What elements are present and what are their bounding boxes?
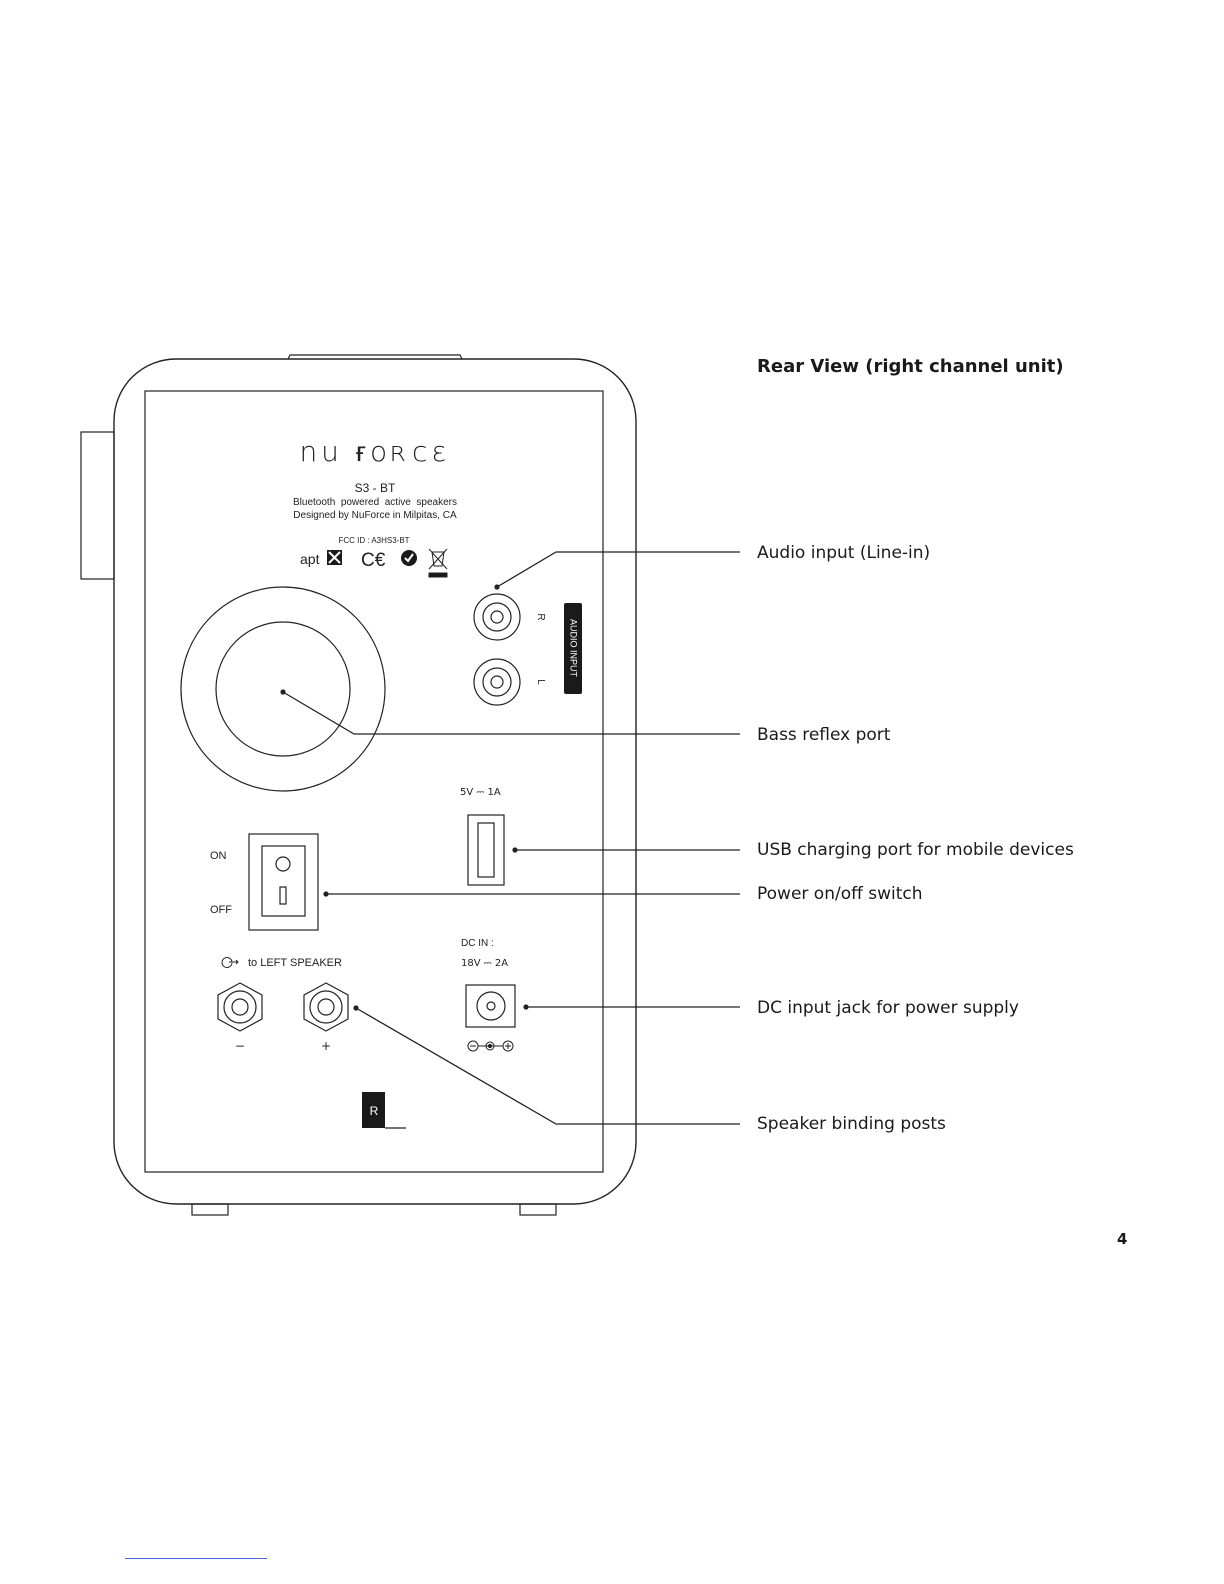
callout-usb: USB charging port for mobile devices [757,840,1074,860]
channel-badge [362,1092,385,1128]
binding-post-minus-cap [223,990,257,1024]
rca-jack-left [473,658,521,706]
power-switch-bezel [248,833,319,931]
callout-bass-port: Bass reflex port [757,725,891,745]
dc-rating: 18V ⎓ 2A [461,958,508,969]
rca-jack-right [473,593,521,641]
switch-off-label: OFF [210,904,232,916]
binding-post-plus-cap [309,990,343,1024]
dc-jack-outer [476,991,506,1021]
bass-port-outer [180,586,386,792]
callout-binding-posts: Speaker binding posts [757,1114,946,1134]
weee-bin-icon [428,548,448,578]
to-left-speaker-label: to LEFT SPEAKER [248,957,342,969]
usb-port-inner [477,822,495,878]
minus-label: − [235,1039,245,1053]
nuforce-logo: nu ғoʀcɛ [299,435,450,468]
binding-post-plus-center [317,998,335,1016]
footer-link-underline [125,1558,267,1559]
callout-dc-input: DC input jack for power supply [757,998,1019,1018]
binding-post-minus-center [231,998,249,1016]
rca-label-r: R [535,613,546,620]
section-heading: Rear View (right channel unit) [757,356,1064,377]
leader-audio-input [496,551,740,588]
aptx-logo: apt [300,550,342,567]
page-number: 4 [1117,1230,1128,1248]
channel-badge-label: R [370,1104,379,1118]
rca-label-l: L [535,679,546,685]
leader-lines [282,551,740,1125]
dc-in-label: DC IN : [461,938,494,949]
switch-off-symbol [279,886,287,905]
plus-label: + [321,1039,331,1053]
dc-polarity-icon [467,1040,514,1052]
usb-port-outer [467,814,505,886]
output-icon [221,957,239,968]
side-handle [80,431,115,580]
switch-on-label: ON [210,850,227,862]
leader-dots [280,584,529,1011]
top-tab [287,354,463,360]
svg-text:apt: apt [300,551,320,567]
ctick-icon [401,550,417,566]
bass-port-inner [215,621,351,757]
switch-on-symbol [275,856,291,872]
rear-panel [144,390,604,1173]
foot-right [519,1203,557,1216]
ce-logo: C€ [361,550,386,571]
power-switch-rocker [261,845,306,917]
callout-audio-input: Audio input (Line-in) [757,543,931,563]
binding-post-minus [217,982,263,1032]
leader-binding-posts [355,1007,740,1125]
callout-power-switch: Power on/off switch [757,884,923,904]
usb-rating: 5V ⎓ 1A [460,787,501,798]
audio-input-badge [564,603,582,694]
dc-jack-pin [486,1001,496,1011]
model-name: S3 - BT [355,481,396,495]
fcc-id: FCC ID : A3HS3-BT [338,536,409,545]
panel-description: Bluetooth powered active speakers [293,497,457,508]
speaker-cabinet-outline [113,358,637,1205]
leader-bass-port [282,691,740,735]
dc-jack-housing [465,984,516,1028]
panel-designed-by: Designed by NuForce in Milpitas, CA [293,510,457,521]
audio-input-badge-label: AUDIO INPUT [569,619,579,678]
binding-post-plus [303,982,349,1032]
foot-left [191,1203,229,1216]
